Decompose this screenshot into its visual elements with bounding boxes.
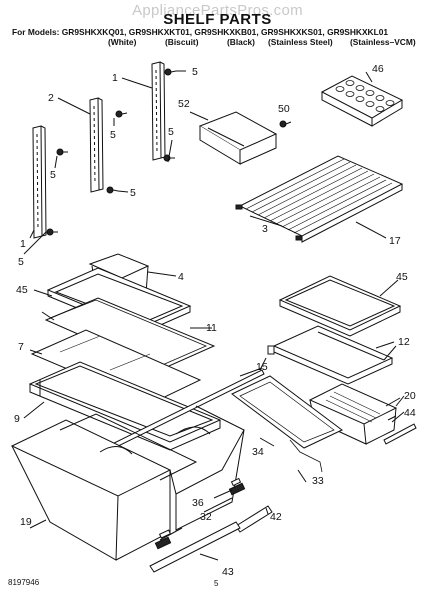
callout-43: 43 [222,566,234,578]
screw-icon [56,148,68,156]
shelf-rail-middle [89,97,104,193]
callout-5: 5 [192,66,198,78]
right-shelf-frame [267,325,395,385]
callout-45: 45 [16,284,28,296]
document-number: 8197946 [8,578,40,587]
small-parts [149,477,273,573]
leader-lines [259,345,405,483]
callout-36: 36 [192,497,204,509]
page-title: SHELF PARTS [163,11,272,28]
crisper-cover-frame [231,375,343,473]
callout-2: 2 [48,92,54,104]
wire-shelf [235,155,404,243]
variant-stainless-vcm: (Stainless–VCM) [350,37,416,47]
screw-icon [279,120,292,128]
callout-5: 5 [110,129,116,141]
right-upper-shelf [278,275,402,337]
page-number: 5 [214,579,219,588]
callout-5: 5 [130,187,136,199]
crisper-drawers [10,405,245,561]
leader-lines-rails [23,70,186,255]
callout-1: 1 [20,238,26,250]
variant-white: (White) [108,37,137,47]
callout-45: 45 [396,271,408,283]
shelf-rail-left [32,125,47,239]
watermark: AppliancePartsPros.com [132,2,303,19]
callout-4: 4 [178,271,184,283]
callout-52: 52 [178,98,190,110]
egg-tray [320,71,404,127]
callout-17: 17 [389,235,401,247]
callout-5: 5 [18,256,24,268]
callout-12: 12 [398,336,410,348]
small-bin-shelf [189,111,278,165]
callout-3: 3 [262,223,268,235]
callout-20: 20 [404,390,416,402]
callout-labels: 1 2 5 5 5 5 5 1 5 52 50 46 3 17 4 45 45 … [14,63,416,578]
callout-32: 32 [200,511,212,523]
callout-33: 33 [312,475,324,487]
callout-9: 9 [14,413,20,425]
variant-black: (Black) [227,37,255,47]
shelf-rail-right [151,61,166,161]
screw-icon [46,228,58,236]
right-crisper-tray [308,383,417,445]
variant-biscuit: (Biscuit) [165,37,199,47]
callout-19: 19 [20,516,32,528]
callout-5: 5 [168,126,174,138]
screw-icon [106,186,119,194]
callout-15: 15 [256,361,268,373]
callout-7: 7 [18,341,24,353]
screw-icon [115,110,128,118]
callout-11: 11 [206,322,217,334]
callout-46: 46 [372,63,384,75]
callout-44: 44 [404,407,416,419]
callout-34: 34 [252,446,264,458]
variant-stainless: (Stainless Steel) [268,37,333,47]
callout-1: 1 [112,72,118,84]
screw-icon [164,68,177,76]
models-line: For Models: GR9SHKXKQ01, GR9SHKXKT01, GR… [12,27,389,37]
callout-50: 50 [278,103,290,115]
callout-5: 5 [50,169,56,181]
callout-42: 42 [270,511,282,523]
